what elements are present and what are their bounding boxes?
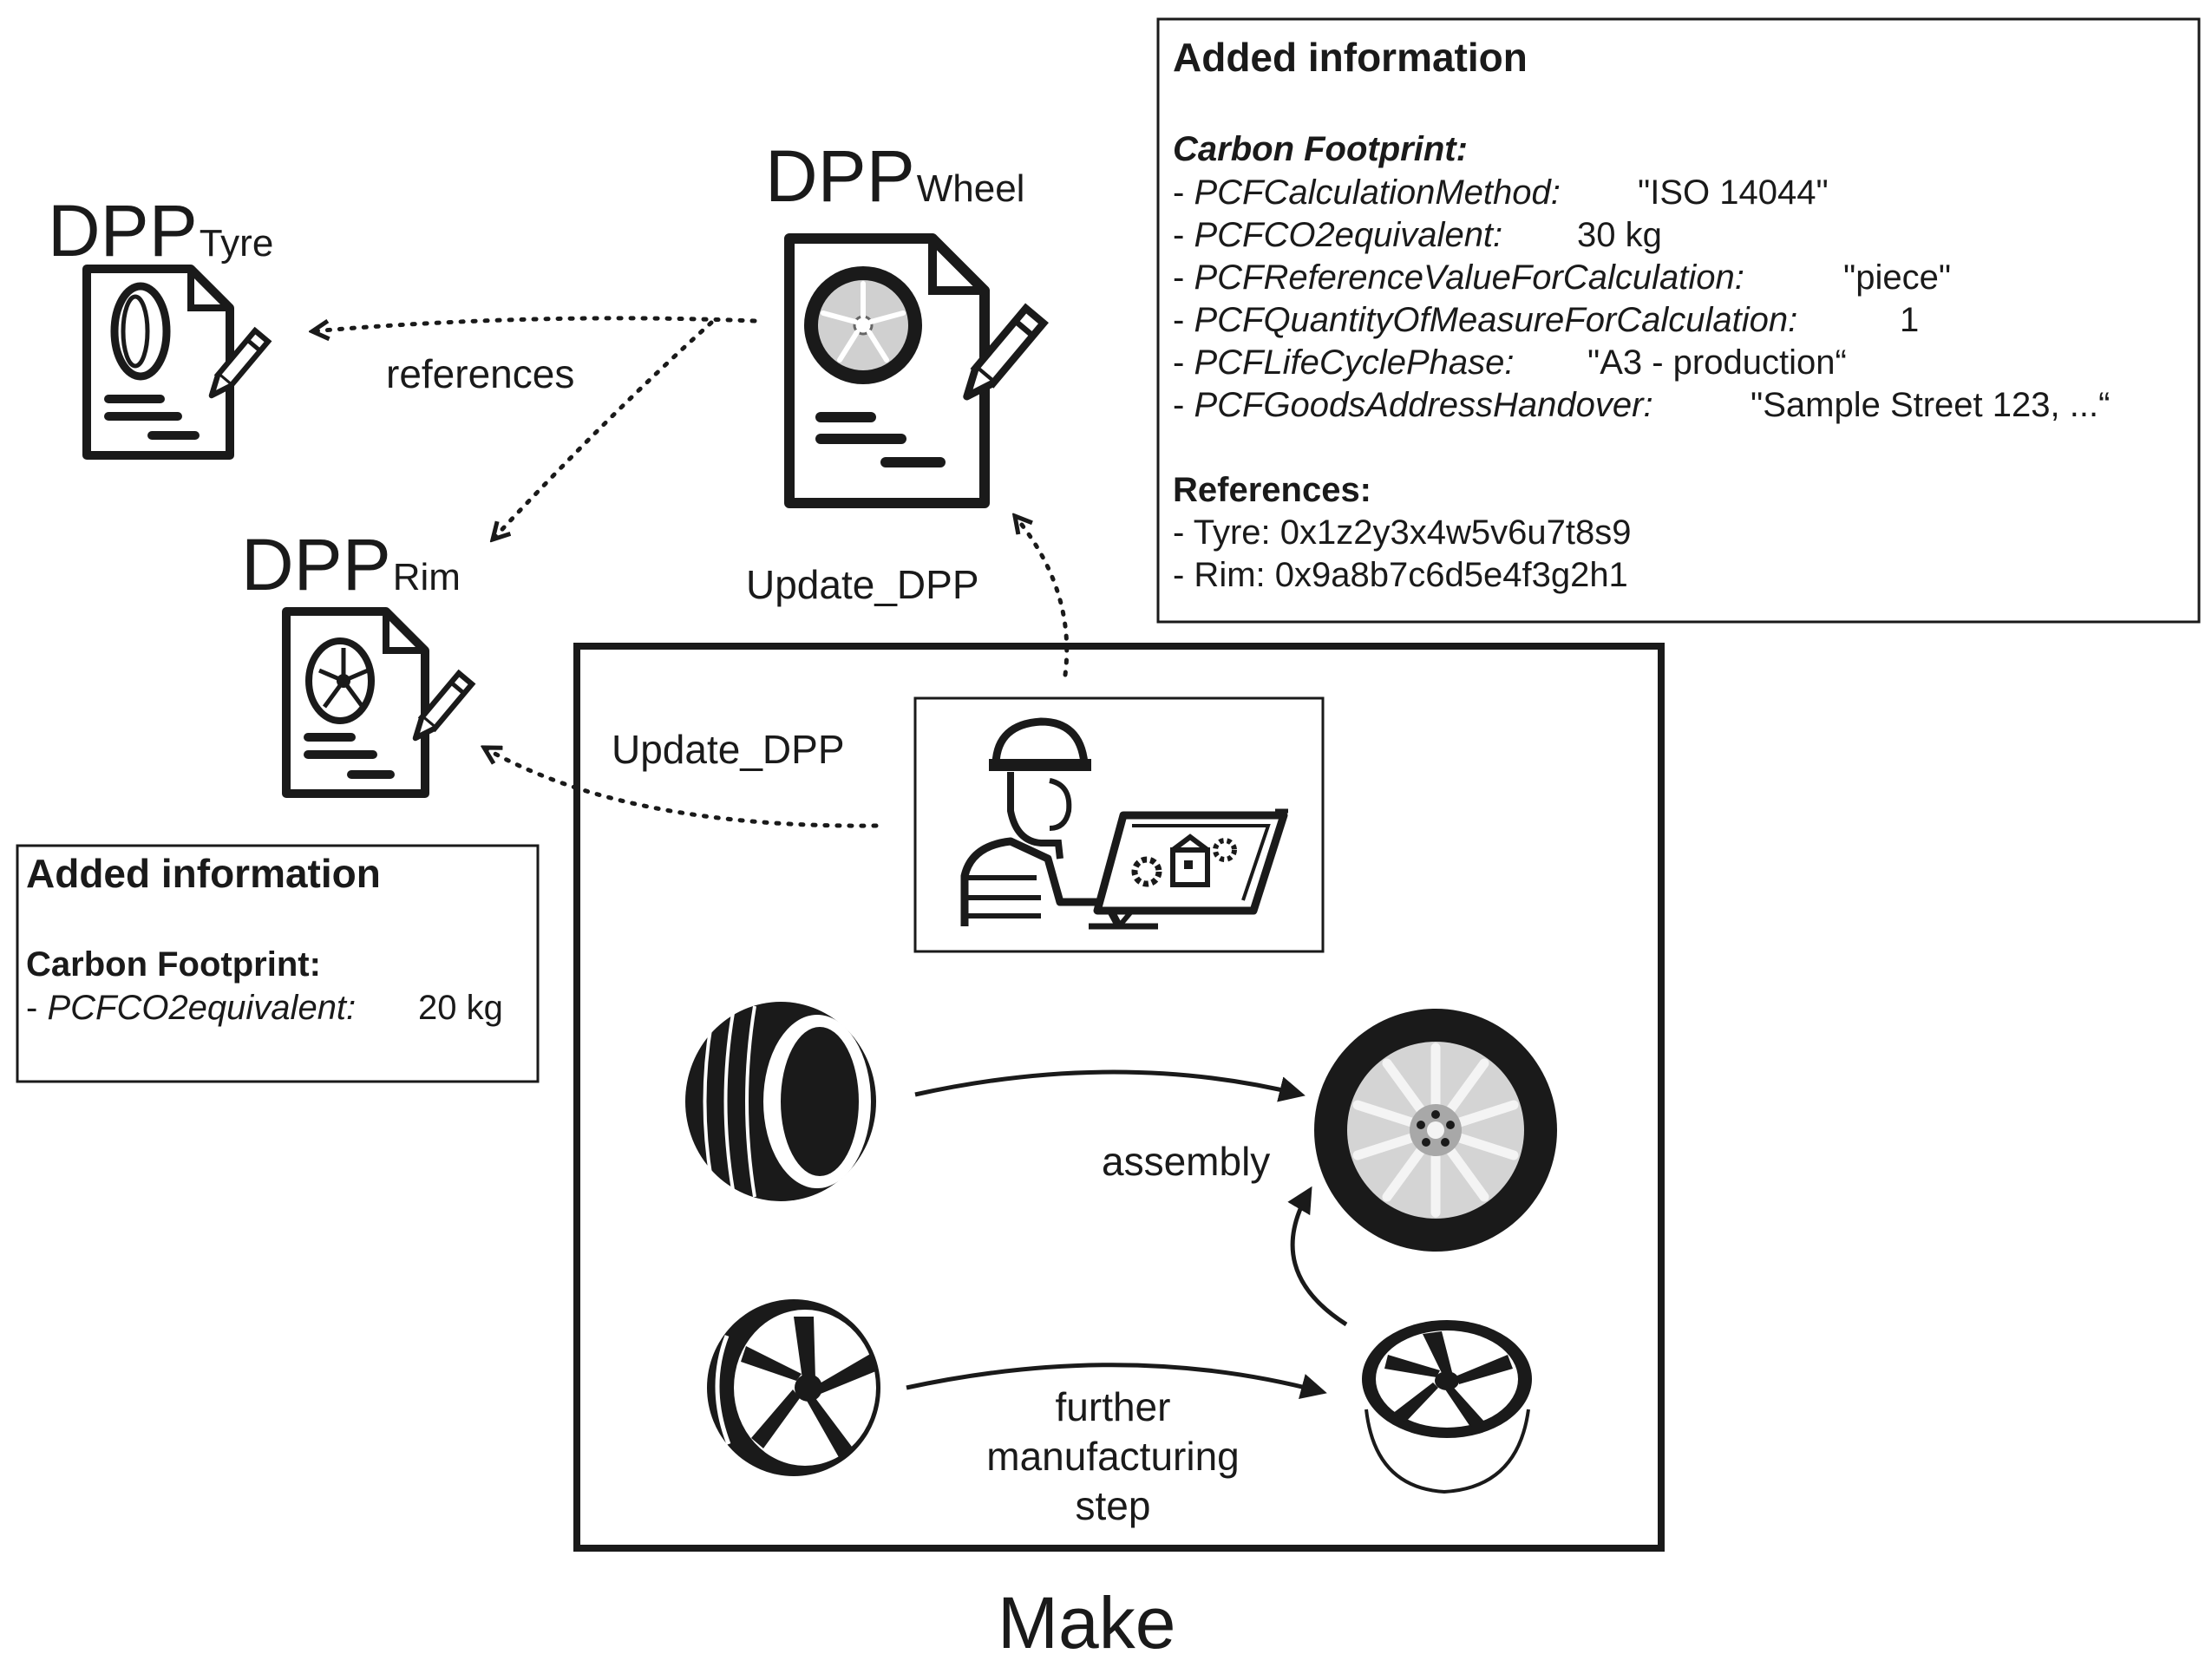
wheel-reference-rim: - Rim: 0x9a8b7c6d5e4f3g2h1 [1173, 556, 1628, 594]
wheel-row-2: - PCFReferenceValueForCalculation: [1173, 258, 1744, 297]
document-pencil-tyre-icon [82, 265, 268, 460]
wheel-row-2-value: "piece" [1843, 258, 1951, 297]
rim-row-0-value: 20 kg [418, 989, 503, 1027]
tyre-to-wheel-arrow [914, 1069, 1306, 1102]
wheel-references-heading: References: [1173, 471, 1371, 509]
wheel-row-5: - PCFGoodsAddressHandover: [1173, 386, 1653, 424]
further-label-line-1: further [1056, 1384, 1171, 1429]
processed-to-wheel-arrow [1287, 1186, 1348, 1327]
wheel-row-3-value: 1 [1900, 301, 1919, 339]
worker-computer-icon [913, 696, 1325, 953]
wheel-row-3: - PCFQuantityOfMeasureForCalculation: [1173, 301, 1797, 339]
wheel-row-0: - PCFCalculationMethod: [1173, 173, 1561, 212]
rim-info-title: Added information [26, 851, 381, 896]
dpp-rim-node[interactable]: DPPRim [241, 524, 472, 798]
wheel-info-title: Added information [1173, 35, 1528, 80]
assembly-label: assembly [1102, 1139, 1270, 1184]
wheel-reference-tyre: - Tyre: 0x1z2y3x4w5v6u7t8s9 [1173, 513, 1631, 552]
document-pencil-rim-icon [282, 607, 472, 798]
wheel-carbon-heading: Carbon Footprint: [1173, 130, 1468, 168]
rim-processed-icon [1362, 1320, 1532, 1494]
rim-to-processed-arrow [906, 1363, 1327, 1400]
dpp-wheel-title: DPPWheel [765, 135, 1024, 217]
update-arrow-to-wheel [1015, 516, 1070, 677]
reference-arrow-to-rim [493, 320, 714, 539]
rim-carbon-heading: Carbon Footprint: [26, 945, 321, 984]
wheel-row-1-value: 30 kg [1577, 216, 1662, 254]
update-rim-label: Update_DPP [612, 727, 845, 772]
further-label-line-3: step [1076, 1483, 1151, 1528]
references-arrows [312, 316, 757, 539]
make-label: Make [998, 1582, 1175, 1664]
wheel-row-1: - PCFCO2equivalent: [1173, 216, 1502, 254]
wheel-row-5-value: "Sample Street 123, ...“ [1751, 386, 2110, 424]
rim-row-0: - PCFCO2equivalent: [26, 989, 356, 1027]
wheel-row-0-value: "ISO 14044" [1638, 173, 1829, 212]
references-label: references [386, 351, 574, 396]
document-pencil-wheel-icon [784, 233, 1044, 508]
wheel-icon [1314, 1009, 1557, 1252]
update-wheel-label: Update_DPP [746, 562, 979, 607]
dpp-tyre-node[interactable]: DPPTyre [48, 190, 273, 460]
rim-added-info-box: Added information Carbon Footprint: - PC… [16, 844, 540, 1083]
wheel-added-info-box: Added information Carbon Footprint: - PC… [1156, 17, 2201, 624]
dpp-tyre-title: DPPTyre [48, 190, 273, 271]
dpp-rim-title: DPPRim [241, 524, 461, 605]
rim-icon [707, 1299, 880, 1476]
reference-arrow-to-tyre [312, 316, 757, 331]
tyre-icon [685, 1002, 876, 1201]
further-label-line-2: manufacturing [986, 1434, 1240, 1479]
wheel-row-4-value: "A3 - production“ [1587, 343, 1847, 382]
dpp-wheel-node[interactable]: DPPWheel [765, 135, 1044, 508]
make-frame [573, 643, 1665, 1552]
wheel-row-4: - PCFLifeCyclePhase: [1173, 343, 1514, 382]
